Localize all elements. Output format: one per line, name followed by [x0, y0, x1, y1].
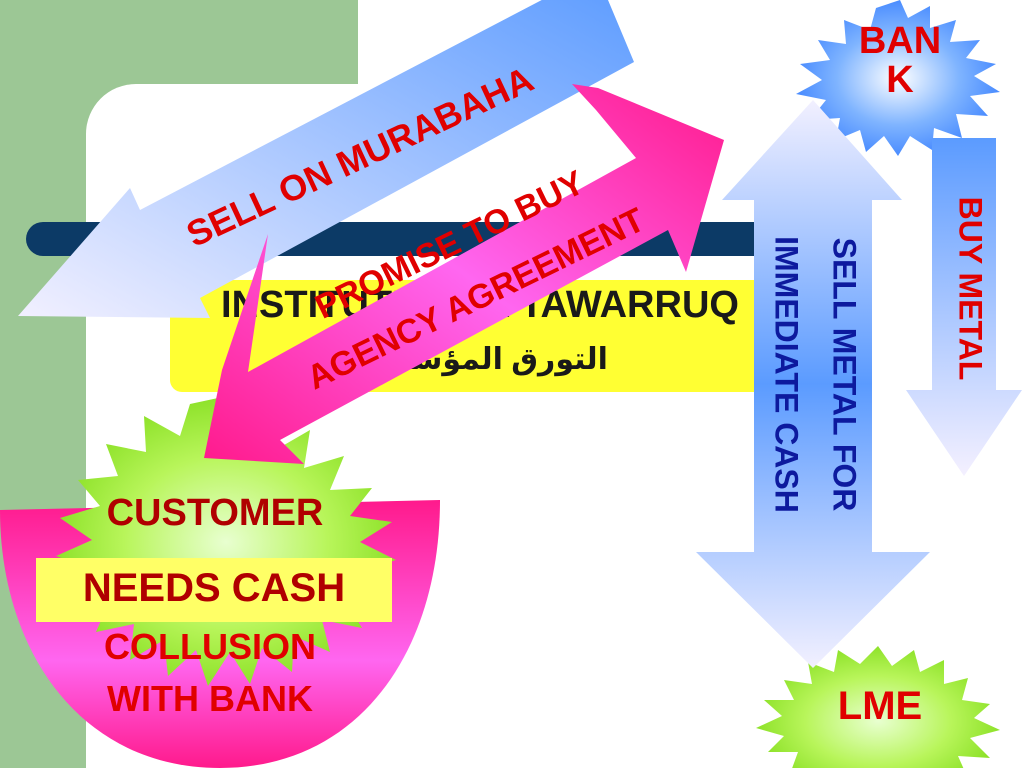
- needs-cash-label: NEEDS CASH: [82, 566, 346, 610]
- lme-label: LME: [837, 684, 923, 728]
- customer-label: CUSTOMER: [106, 492, 324, 534]
- needs-cash-box: [36, 558, 392, 622]
- buy-metal-text: BUY METAL: [952, 196, 989, 381]
- bank-label-part-2: K: [886, 59, 914, 101]
- lme-starburst: [756, 646, 1000, 768]
- buy-metal-arrow: [906, 138, 1022, 476]
- promise-agency-double-arrow: [204, 84, 724, 464]
- collusion-label: COLLUSION: [104, 626, 316, 667]
- sell-on-murabaha-arrow: [18, 0, 634, 318]
- sell-metal-for-text: SELL METAL FOR: [826, 237, 863, 512]
- with-bank-label: WITH BANK: [107, 678, 313, 719]
- bank-label-part-1: BAN: [858, 20, 942, 62]
- sell-metal-double-arrow: [696, 100, 930, 668]
- bank-starburst: [796, 0, 1000, 156]
- immediate-cash-text: IMMEDIATE CASH: [768, 236, 805, 513]
